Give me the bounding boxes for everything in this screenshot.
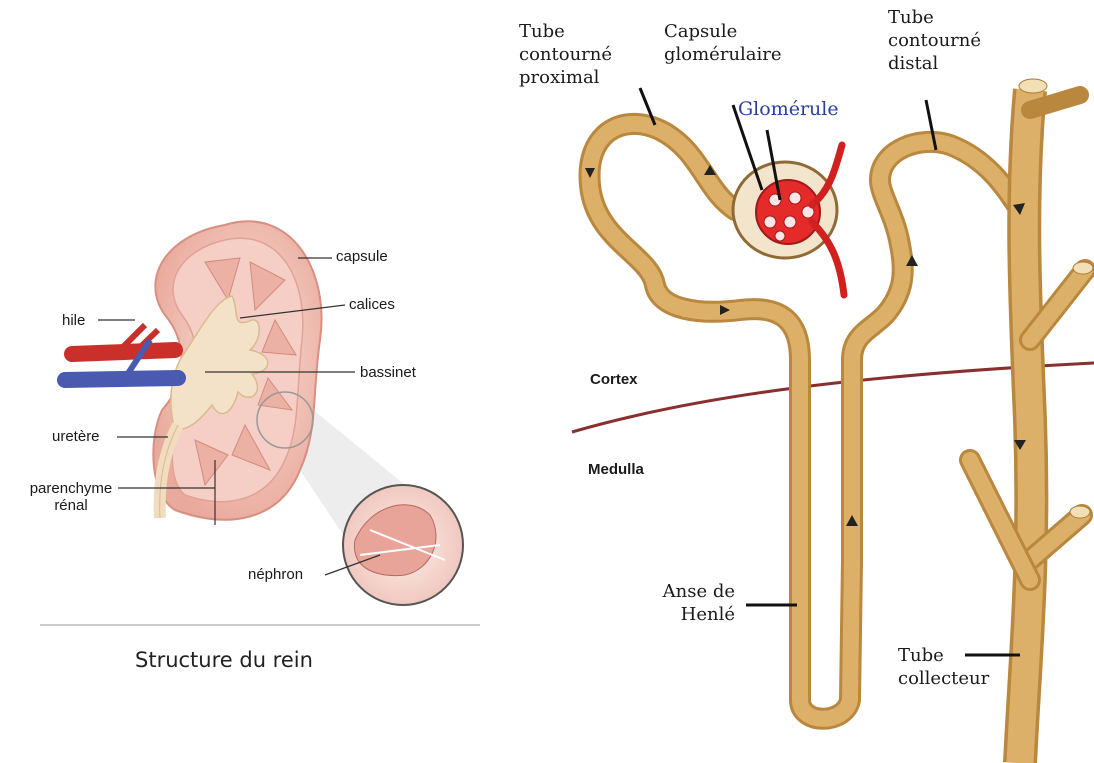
label-tube-contourne-proximal: Tube contourné proximal	[519, 20, 612, 89]
label-hile: hile	[62, 312, 85, 329]
label-capsule: capsule	[336, 248, 388, 265]
label-cortex: Cortex	[590, 371, 638, 388]
label-bassinet: bassinet	[360, 364, 416, 381]
collecting-duct	[1020, 90, 1031, 763]
label-anse-de-henle: Anse de Henlé	[640, 580, 735, 626]
label-tube-collecteur: Tube collecteur	[898, 644, 989, 690]
kidney-illustration	[65, 221, 463, 605]
label-uretere: uretère	[52, 428, 100, 445]
renal-vein	[65, 378, 178, 380]
label-capsule-glomerulaire: Capsule glomérulaire	[664, 20, 782, 66]
label-parenchyme: parenchyme rénal	[28, 480, 114, 514]
label-nephron: néphron	[248, 566, 303, 583]
label-tube-contourne-distal: Tube contourné distal	[888, 6, 981, 75]
label-glomerule: Glomérule	[738, 98, 839, 121]
label-medulla: Medulla	[588, 461, 644, 478]
label-calices: calices	[349, 296, 395, 313]
nephron-illustration	[572, 79, 1094, 763]
kidney-caption: Structure du rein	[135, 648, 313, 672]
